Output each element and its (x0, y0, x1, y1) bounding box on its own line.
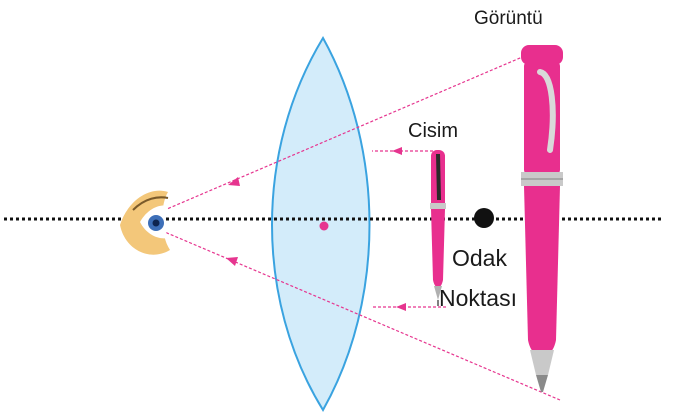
focal-point-label-line1: Odak (452, 245, 507, 271)
focal-point-label-line2: Noktası (439, 285, 517, 311)
ray-arrow (226, 257, 238, 266)
ray-arrow (392, 147, 402, 155)
virtual-ray-top (159, 51, 535, 213)
eye-icon (120, 190, 170, 255)
pen-icon (430, 150, 446, 306)
ray-arrow (396, 303, 406, 311)
focal-point-dot (474, 208, 494, 228)
ray-arrow (228, 177, 240, 186)
lens-center-dot (319, 221, 329, 231)
image-label: Görüntü (474, 8, 543, 29)
object-label: Cisim (408, 120, 458, 142)
large-pen-icon (521, 45, 563, 392)
